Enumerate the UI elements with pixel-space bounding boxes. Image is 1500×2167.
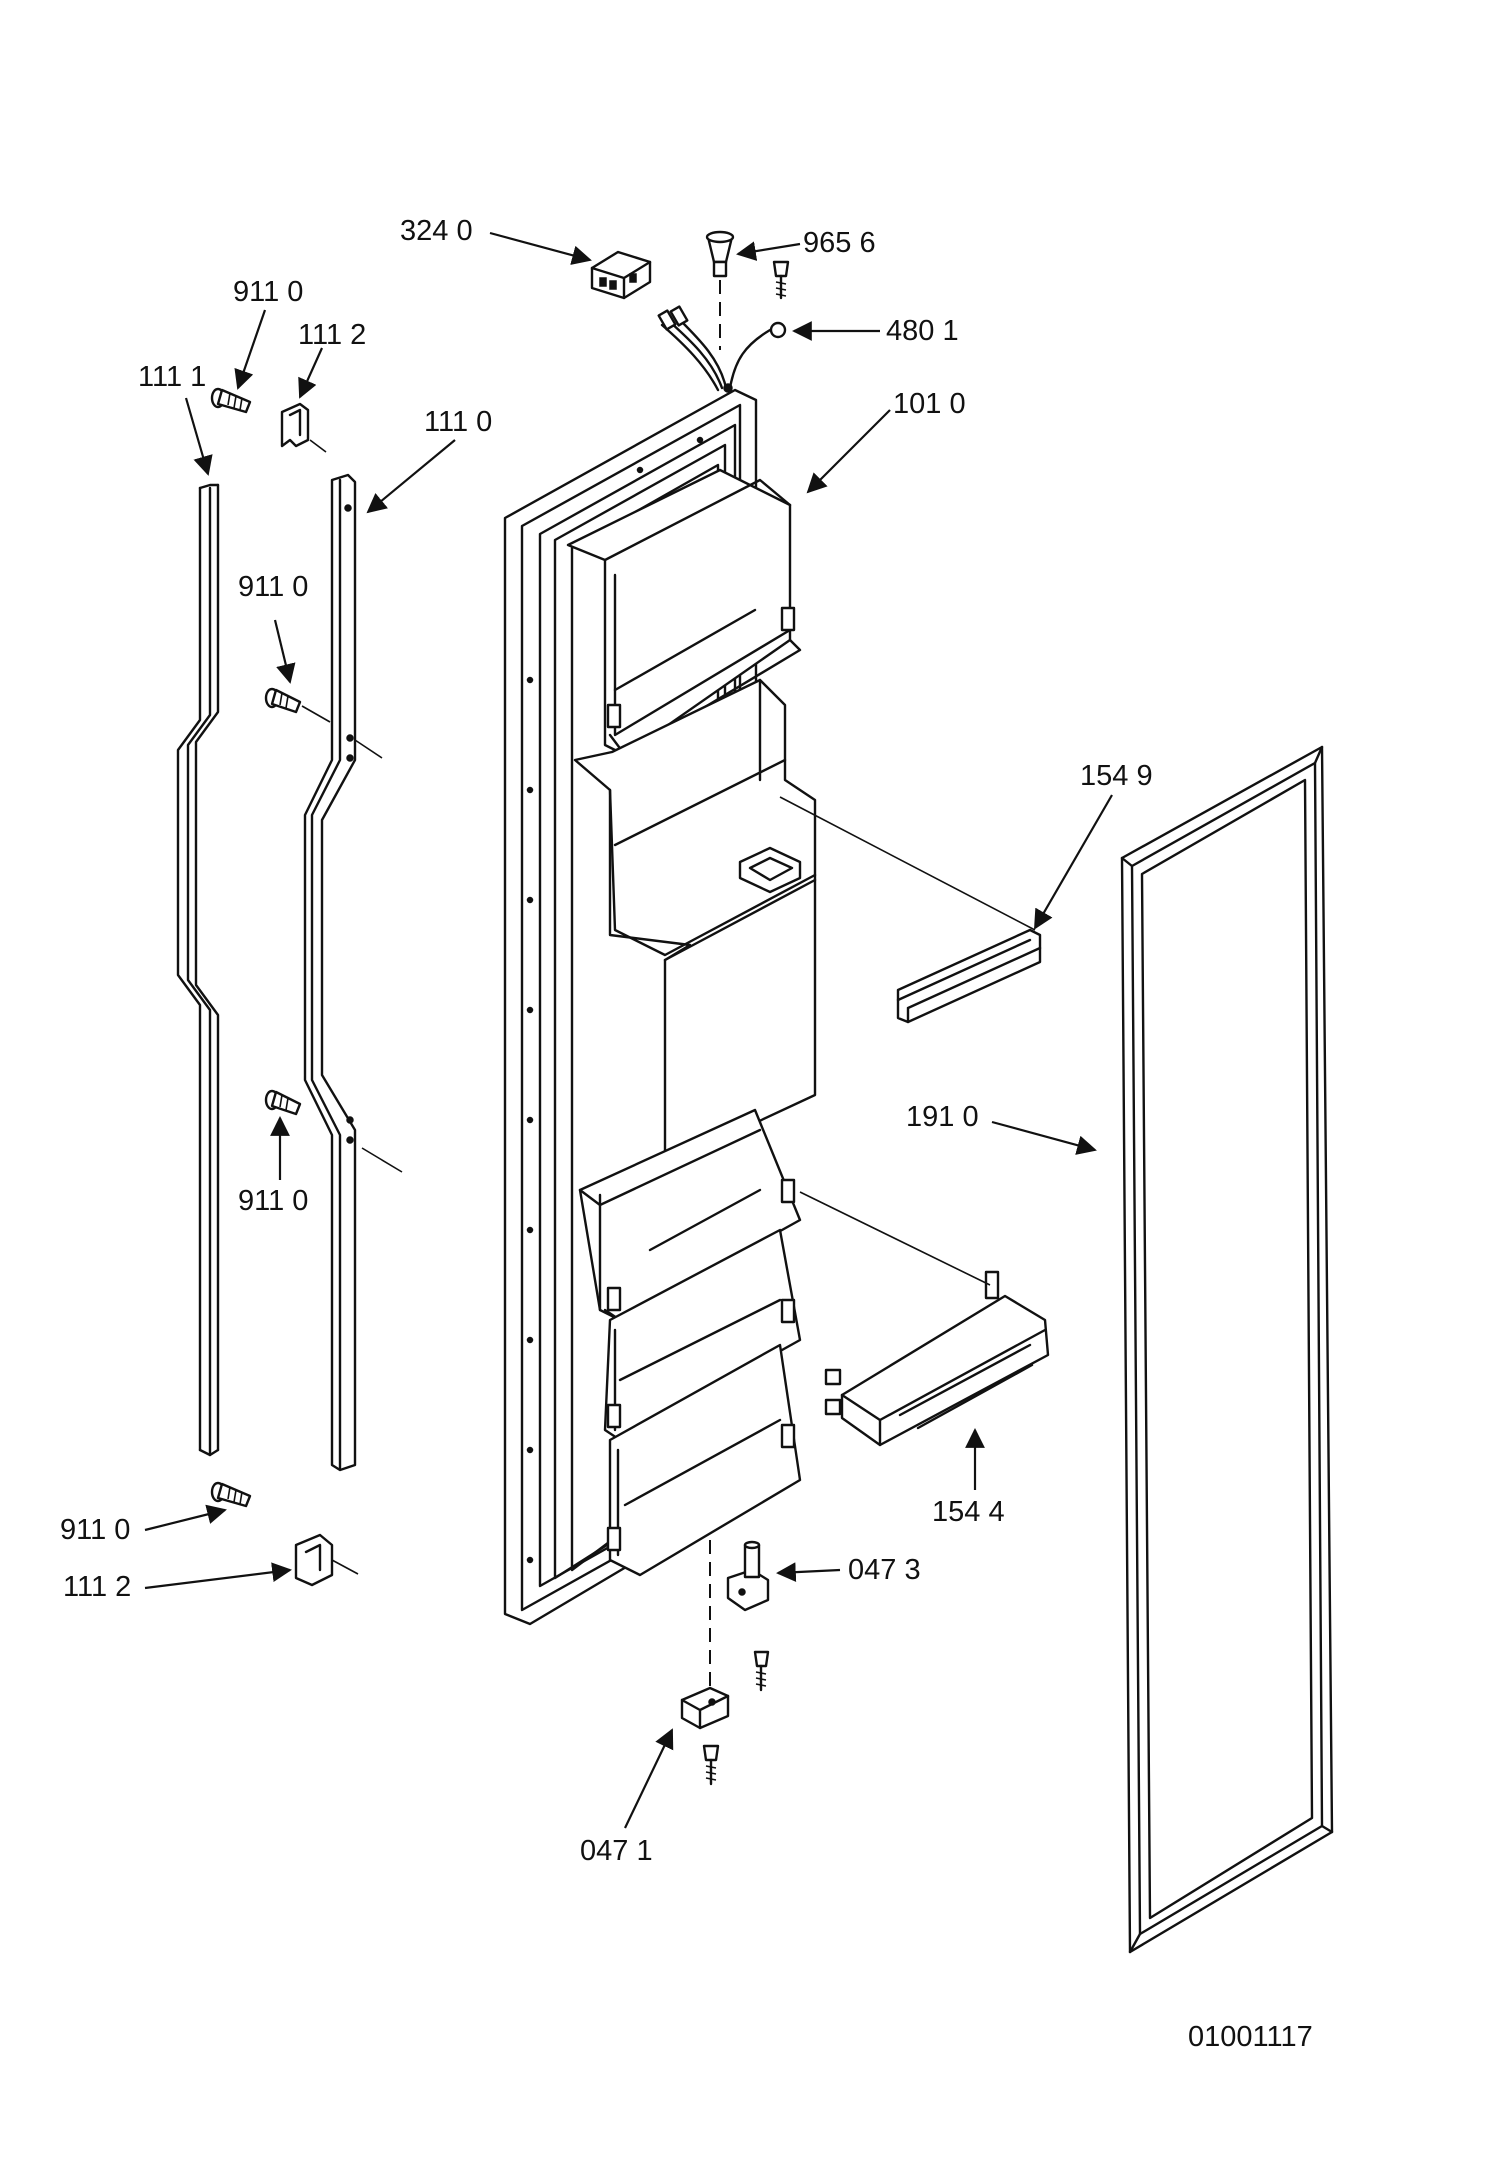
part-label-047-1: 047 1 xyxy=(580,1835,653,1867)
part-label-111-1: 111 1 xyxy=(138,361,206,393)
part-label-047-3: 047 3 xyxy=(848,1554,921,1586)
part-label-324-0: 324 0 xyxy=(400,215,473,247)
hinge-upper xyxy=(726,1540,770,1612)
screw-icon-top xyxy=(210,387,252,414)
part-label-111-2-top: 111 2 xyxy=(298,319,366,351)
door-liner xyxy=(503,388,817,1626)
wire-harness xyxy=(657,305,787,393)
screw-icon-bottom xyxy=(210,1481,252,1508)
end-cap-top xyxy=(280,402,327,453)
part-label-911-0-lower-mid: 911 0 xyxy=(238,1185,308,1217)
part-label-911-0-bottom: 911 0 xyxy=(60,1514,130,1546)
part-labels: 324 0 965 6 480 1 101 0 911 0 111 2 111 … xyxy=(60,215,1153,1867)
rivet-holes xyxy=(526,436,704,1564)
light-switch-icon xyxy=(705,230,735,278)
handle-trim-left xyxy=(176,483,220,1457)
part-label-154-9: 154 9 xyxy=(1080,760,1153,792)
door-shelf xyxy=(799,1191,1050,1447)
part-label-911-0-top: 911 0 xyxy=(233,276,303,308)
door-gasket xyxy=(1120,745,1334,1954)
leader-lines xyxy=(144,231,1113,1829)
part-label-101-0: 101 0 xyxy=(893,388,966,420)
chute-trim xyxy=(779,796,1042,1024)
part-label-154-4: 154 4 xyxy=(932,1496,1005,1528)
end-cap-bottom xyxy=(294,1533,359,1587)
connector-block xyxy=(590,250,652,300)
handle-trim-right xyxy=(303,473,403,1472)
part-label-191-0: 191 0 xyxy=(906,1101,979,1133)
hinge-screw-lower xyxy=(702,1744,720,1786)
document-number: 01001117 xyxy=(1188,2021,1313,2053)
part-label-111-2-bottom: 111 2 xyxy=(63,1571,131,1603)
part-label-111-0: 111 0 xyxy=(424,406,492,438)
ground-screw-icon xyxy=(772,260,790,300)
part-label-911-0-upper-mid: 911 0 xyxy=(238,571,308,603)
part-label-480-1: 480 1 xyxy=(886,315,959,347)
hinge-lower xyxy=(680,1686,730,1730)
part-label-965-6: 965 6 xyxy=(803,227,876,259)
screw-icon-lower-mid xyxy=(264,1089,302,1116)
screw-icon-upper-mid xyxy=(264,687,331,723)
hinge-screw-upper xyxy=(753,1650,770,1692)
